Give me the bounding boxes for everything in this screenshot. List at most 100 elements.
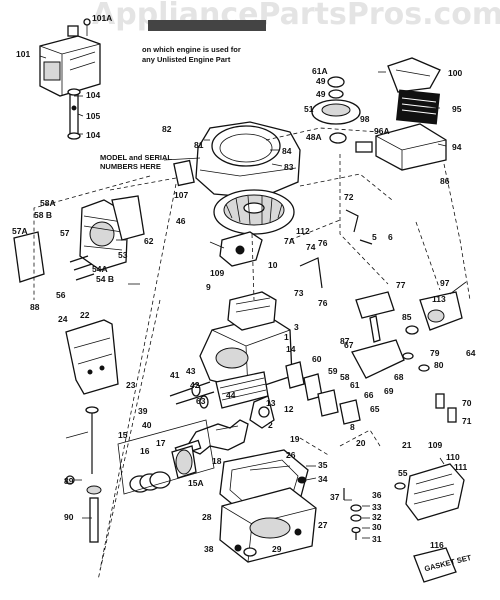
label-16: 16 [140,446,150,456]
decal-107 [173,159,195,187]
label-8: 8 [350,422,355,432]
label-109b: 109 [428,440,442,450]
label-100: 100 [448,68,462,78]
label-26: 26 [286,450,296,460]
label-58a: 58A [40,198,56,208]
label-55: 55 [398,468,408,478]
label-72: 72 [344,192,354,202]
label-83: 83 [284,162,294,172]
label-61a: 61A [312,66,328,76]
label-31: 31 [372,534,382,544]
oil-fill-tube [86,485,102,543]
carburetor [419,281,467,331]
label-101a: 101A [92,13,112,23]
washer-29 [243,547,257,557]
linkage-parts [299,209,373,289]
svg-text:NUMBERS HERE: NUMBERS HERE [100,162,161,171]
label-32: 32 [372,512,382,522]
label-22: 22 [80,310,90,320]
label-61: 61 [350,380,360,390]
piston-rings [129,471,171,493]
svg-text:MODEL and SERIAL: MODEL and SERIAL [100,153,172,162]
label-53: 53 [118,250,128,260]
label-30: 30 [372,522,382,532]
head-bolts [69,255,95,281]
label-23: 23 [126,380,136,390]
label-95: 95 [452,104,462,114]
label-84: 84 [282,146,292,156]
label-69: 69 [384,386,394,396]
label-74: 74 [306,242,316,252]
label-112: 112 [296,226,310,236]
label-82: 82 [162,124,172,134]
label-35: 35 [318,460,328,470]
label-5: 5 [372,232,377,242]
label-49a: 49 [316,76,326,86]
cylinder-block [199,291,293,391]
label-42: 42 [190,380,200,390]
label-24: 24 [58,314,68,324]
svg-text:any Unlisted Engine Part: any Unlisted Engine Part [142,55,231,64]
label-63: 63 [196,396,206,406]
label-44: 44 [226,390,236,400]
label-90: 90 [64,512,74,522]
label-48a: 48A [306,132,322,142]
label-51: 51 [304,104,314,114]
label-58b: 58 B [34,210,52,220]
dipstick [85,406,99,474]
label-41: 41 [170,370,180,380]
label-39: 39 [138,406,148,416]
label-109: 109 [210,268,224,278]
air-baffle-57a [13,231,45,283]
connecting-rod [249,395,275,429]
label-9: 9 [206,282,211,292]
label-88: 88 [30,302,40,312]
label-113: 113 [432,294,446,304]
label-101: 101 [16,49,30,59]
label-104a: 104 [86,90,100,100]
intake-manifold [351,339,405,379]
piston-group-frame [117,419,215,495]
label-76b: 76 [318,298,328,308]
label-54b: 54 B [96,274,114,284]
label-14: 14 [286,344,296,354]
label-40: 40 [142,420,152,430]
label-10: 10 [268,260,278,270]
label-12: 12 [284,404,294,414]
ignition-coil [209,231,263,267]
label-27: 27 [318,520,328,530]
label-13: 13 [266,398,276,408]
label-46: 46 [176,216,186,226]
muffler-gasket [394,482,406,490]
label-96a: 96A [374,126,390,136]
screw-101a [83,18,91,26]
air-cleaner-base [375,123,447,171]
mounting-bracket [65,319,119,395]
label-57a: 57A [12,226,28,236]
model-serial-note: MODEL and SERIAL NUMBERS HERE [100,153,201,171]
label-28: 28 [202,512,212,522]
label-38: 38 [204,544,214,554]
label-64: 64 [466,348,476,358]
label-110: 110 [446,452,460,462]
label-15a: 15A [188,478,204,488]
governor-bracket [355,291,395,343]
label-81: 81 [194,140,204,150]
cylinder-head [79,199,129,271]
label-17: 17 [156,438,166,448]
air-cleaner-cover [387,57,441,93]
fuel-tank-assembly [39,25,101,97]
label-34: 34 [318,474,328,484]
label-70: 70 [462,398,472,408]
label-111: 111 [454,462,468,472]
label-49b: 49 [316,89,326,99]
label-54a: 54A [92,264,108,274]
label-3: 3 [294,322,299,332]
label-86: 86 [440,176,450,186]
label-67: 67 [344,340,354,350]
label-85: 85 [402,312,412,322]
label-76a: 76 [318,238,328,248]
label-107: 107 [174,190,188,200]
carb-components [402,325,430,372]
label-71: 71 [462,416,472,426]
